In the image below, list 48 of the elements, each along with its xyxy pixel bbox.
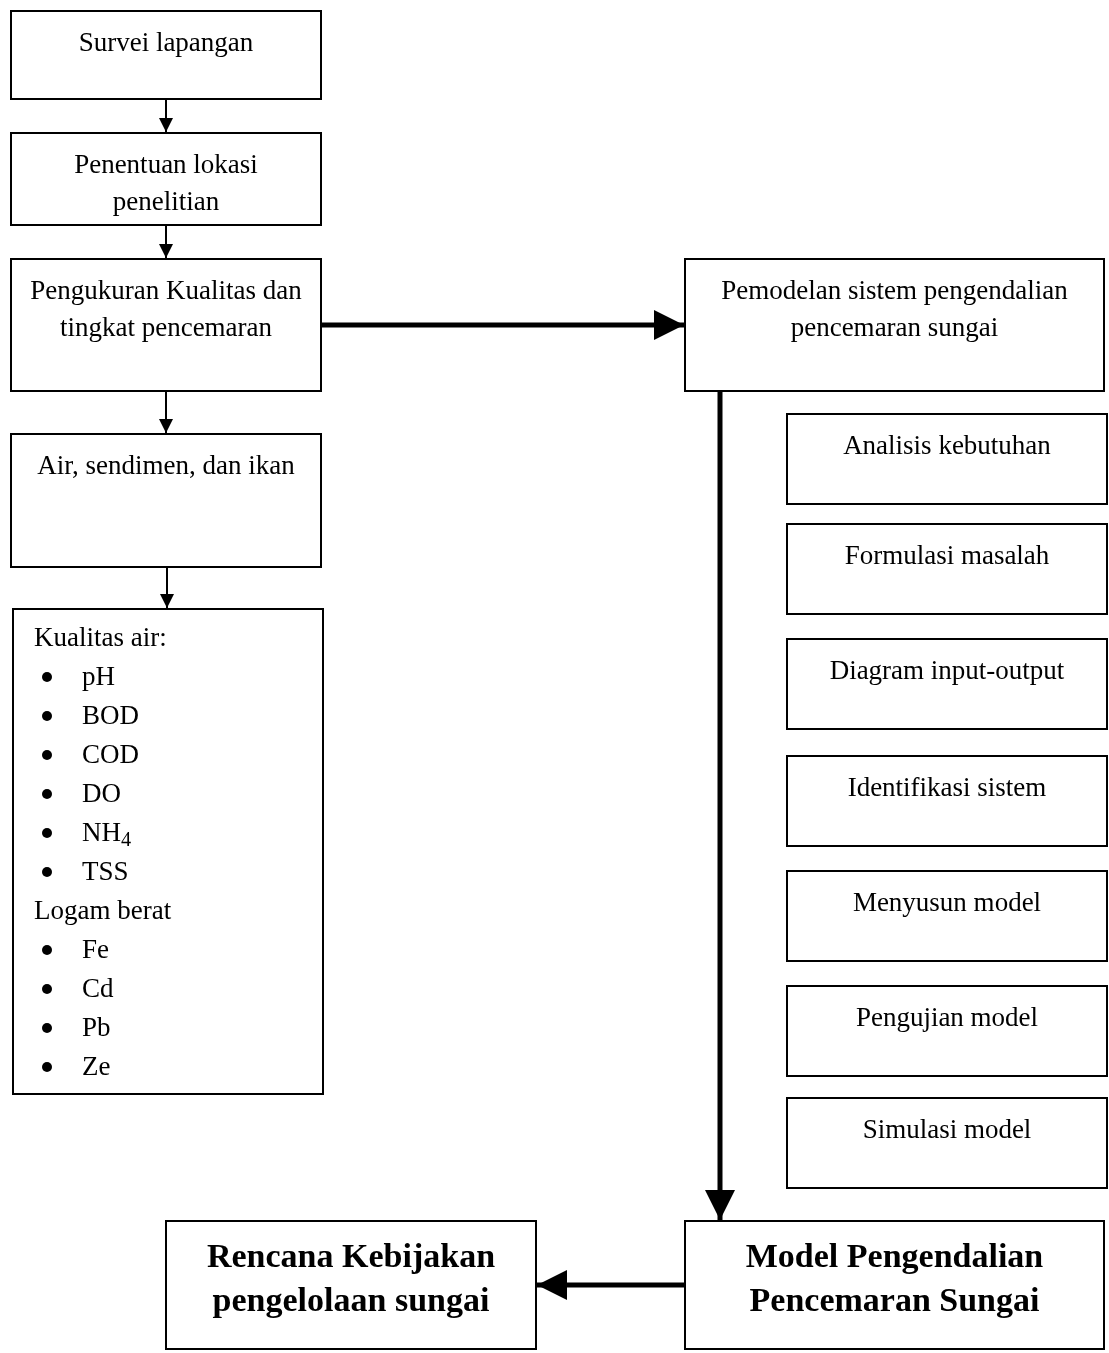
process-box — [786, 638, 1108, 730]
process-box — [10, 10, 322, 100]
box-text: Penentuan lokasi penelitian — [73, 148, 259, 218]
box-text: Formulasi masalah — [844, 539, 1050, 572]
box-text: Air, sendimen, dan ikan — [37, 449, 295, 482]
arrow — [537, 1270, 684, 1300]
list-heading: Kualitas air: — [34, 621, 168, 654]
box-text: Pemodelan sistem pengendalian pencemaran sungai — [720, 274, 1069, 344]
arrow — [322, 310, 684, 340]
list-item: Pb — [82, 1011, 111, 1044]
list-item: Fe — [82, 933, 109, 966]
arrow — [159, 225, 173, 259]
process-box — [786, 870, 1108, 962]
box-text: Survei lapangan — [78, 26, 254, 59]
box-text: Pengukuran Kualitas dan tingkat pencemaran — [29, 274, 303, 344]
arrow — [159, 99, 173, 133]
process-box — [786, 755, 1108, 847]
list-item: Ze — [82, 1050, 111, 1083]
list-item: NH$_{4}$ — [82, 816, 132, 852]
list-item: COD — [82, 738, 139, 771]
process-box — [12, 608, 324, 1095]
process-box — [786, 985, 1108, 1077]
box-text: Rencana Kebijakan pengelolaan sungai — [205, 1236, 497, 1320]
list-item: BOD — [82, 699, 139, 732]
process-box — [684, 1220, 1105, 1350]
process-box — [165, 1220, 537, 1350]
process-box — [684, 258, 1105, 392]
process-box — [786, 1097, 1108, 1189]
box-text: Identifikasi sistem — [847, 771, 1047, 804]
box-text: Diagram input-output — [829, 654, 1065, 687]
list-item: TSS — [82, 855, 129, 888]
arrow — [160, 567, 174, 609]
box-text: Model Pengendalian Pencemaran Sungai — [744, 1236, 1045, 1320]
box-text: Pengujian model — [855, 1001, 1039, 1034]
list-item: Cd — [82, 972, 114, 1005]
list-item: pH — [82, 660, 115, 693]
list-item: DO — [82, 777, 121, 810]
box-text: Simulasi model — [862, 1113, 1032, 1146]
process-box — [10, 433, 322, 568]
process-box — [786, 523, 1108, 615]
box-text: Menyusun model — [852, 886, 1042, 919]
list-heading: Logam berat — [34, 894, 173, 927]
box-text: Analisis kebutuhan — [843, 429, 1051, 462]
arrow — [705, 392, 735, 1220]
process-box — [10, 258, 322, 392]
process-box — [786, 413, 1108, 505]
process-box — [10, 132, 322, 226]
arrow — [159, 391, 173, 434]
